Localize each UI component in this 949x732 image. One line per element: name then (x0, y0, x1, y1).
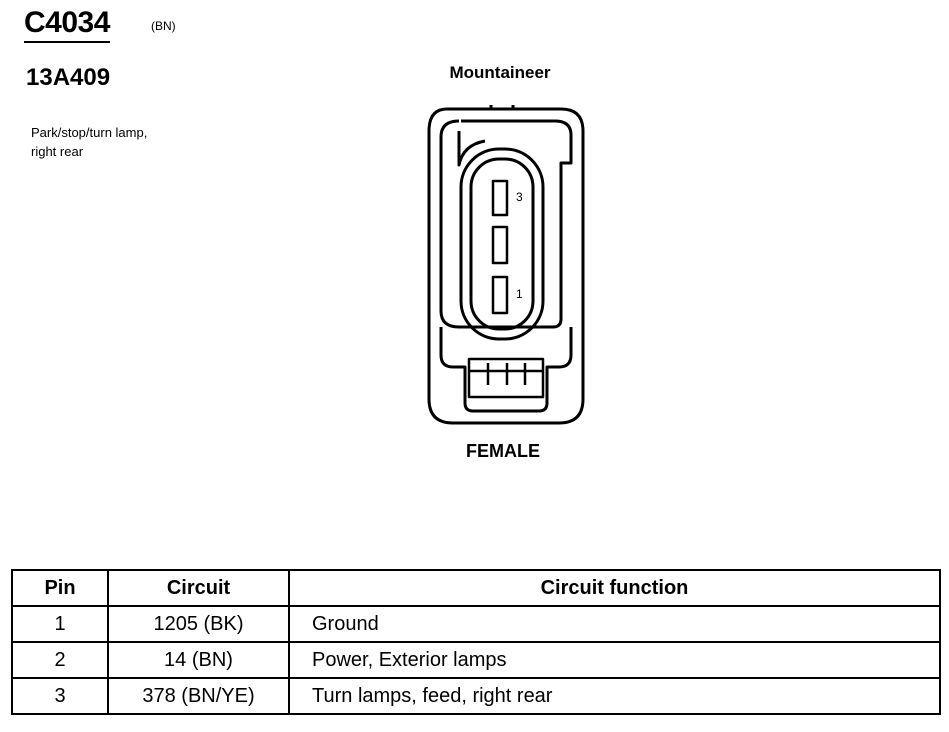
pin-cavity-1 (491, 275, 509, 315)
cell-circuit: 1205 (BK) (107, 605, 290, 643)
part-number: 13A409 (26, 64, 111, 91)
housing-outer (427, 107, 585, 425)
header-pin: Pin (11, 569, 109, 607)
connector-gender-label: FEMALE (466, 441, 540, 461)
description-line-2: right rear (31, 144, 84, 159)
connector-description: Park/stop/turn lamp, right rear (31, 123, 147, 161)
housing-inner (439, 119, 573, 329)
pinout-table: Pin Circuit Circuit function 1 1205 (BK)… (11, 569, 941, 715)
cell-function: Turn lamps, feed, right rear (288, 677, 941, 715)
pin-cavity-3 (491, 179, 509, 217)
cell-circuit: 378 (BN/YE) (107, 677, 290, 715)
cell-pin: 2 (11, 641, 109, 679)
table-row: 1 1205 (BK) Ground (11, 605, 941, 643)
connector-id: C4034 (24, 6, 110, 43)
connector-color-code: (BN) (151, 19, 176, 33)
pin-label-3: 3 (516, 190, 523, 204)
table-row: 3 378 (BN/YE) Turn lamps, feed, right re… (11, 677, 941, 715)
connector-face-diagram: 3 1 (427, 105, 585, 425)
header-circuit: Circuit (107, 569, 290, 607)
header-circuit-function: Circuit function (288, 569, 941, 607)
lock-block (467, 357, 545, 399)
vehicle-label: Mountaineer (449, 63, 551, 82)
cell-pin: 3 (11, 677, 109, 715)
cell-circuit: 14 (BN) (107, 641, 290, 679)
table-header-row: Pin Circuit Circuit function (11, 569, 941, 607)
cell-function: Power, Exterior lamps (288, 641, 941, 679)
table-row: 2 14 (BN) Power, Exterior lamps (11, 641, 941, 679)
cell-function: Ground (288, 605, 941, 643)
pin-label-1: 1 (516, 287, 523, 301)
housing-inner-shoulder (457, 131, 486, 167)
pin-cavity-2 (491, 225, 509, 265)
description-line-1: Park/stop/turn lamp, (31, 125, 148, 140)
housing-skirt (439, 327, 573, 413)
cell-pin: 1 (11, 605, 109, 643)
cavity-insert-inner (469, 157, 535, 331)
cavity-insert-outer (459, 147, 545, 341)
